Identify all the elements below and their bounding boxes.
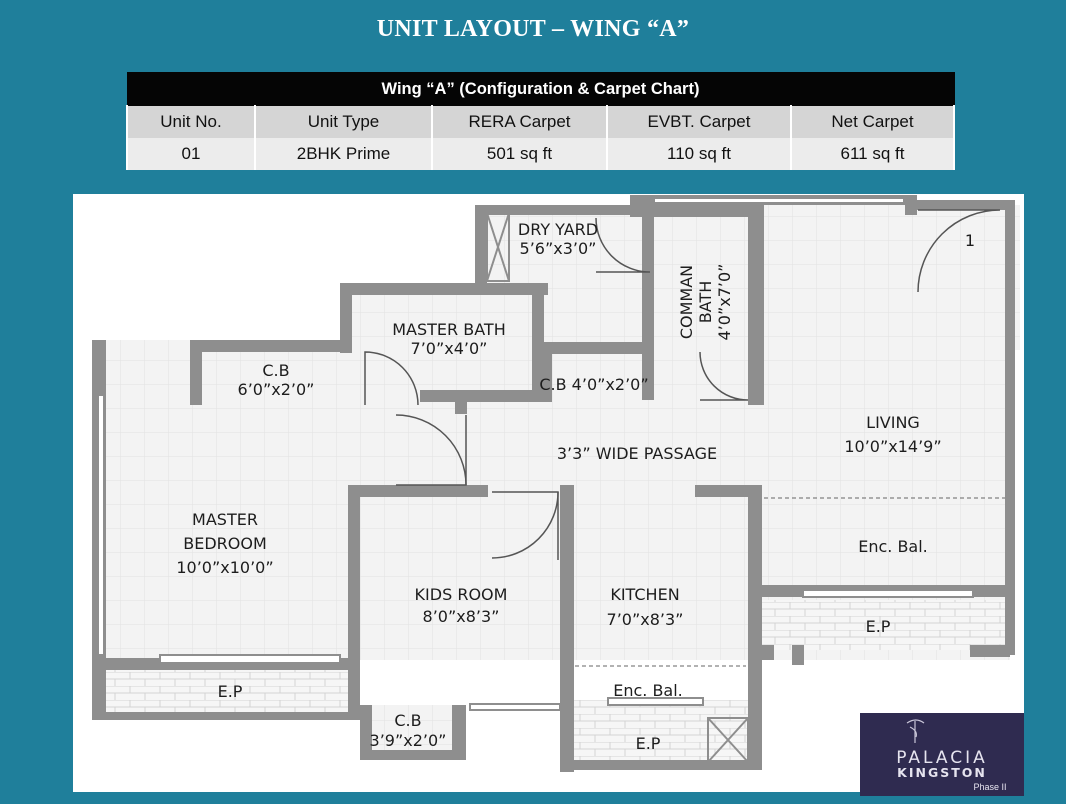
cell-evbt-carpet: 110 sq ft xyxy=(606,138,792,170)
table-caption: Wing “A” (Configuration & Carpet Chart) xyxy=(126,72,955,106)
header-unit-type: Unit Type xyxy=(254,105,433,138)
cb-bottom-size: 3’9”x2’0” xyxy=(370,731,447,750)
comman-bath-label: COMMAN xyxy=(677,265,696,339)
master-bedroom-label-2: BEDROOM xyxy=(183,534,267,553)
master-bath-size: 7’0”x4’0” xyxy=(411,339,488,358)
cell-unit-type: 2BHK Prime xyxy=(254,138,433,170)
cell-net-carpet: 611 sq ft xyxy=(789,138,956,170)
master-bath-label: MASTER BATH xyxy=(392,320,505,339)
ep-bottom-label: E.P xyxy=(636,734,661,753)
living-label: LIVING xyxy=(866,413,920,432)
header-rera-carpet: RERA Carpet xyxy=(431,105,608,138)
comman-bath-size: 4’0”x7’0” xyxy=(715,264,734,341)
windows xyxy=(97,197,974,711)
ep-right-label: E.P xyxy=(866,617,891,636)
comman-bath-label-2: BATH xyxy=(696,281,715,323)
room-labels: DRY YARD 5’6”x3’0” COMMAN BATH 4’0”x7’0”… xyxy=(176,220,975,753)
kitchen-size: 7’0”x8’3” xyxy=(607,610,684,629)
logo-mark-icon xyxy=(906,719,925,743)
enc-bal-kitchen-label: Enc. Bal. xyxy=(613,681,683,700)
door-swings xyxy=(364,209,1001,560)
page-title: UNIT LAYOUT – WING “A” xyxy=(376,16,690,42)
dry-yard-label: DRY YARD xyxy=(518,220,598,239)
table-row: 01 2BHK Prime 501 sq ft 110 sq ft 611 sq… xyxy=(126,138,956,170)
kitchen-label: KITCHEN xyxy=(610,585,679,604)
logo-line-2: KINGSTON xyxy=(897,765,987,780)
cell-rera-carpet: 501 sq ft xyxy=(431,138,608,170)
carpet-chart-table: Wing “A” (Configuration & Carpet Chart) … xyxy=(126,72,956,170)
master-bedroom-label: MASTER xyxy=(192,510,258,529)
dry-yard-size: 5’6”x3’0” xyxy=(520,239,597,258)
kids-room-size: 8’0”x8’3” xyxy=(423,607,500,626)
cell-unit-no: 01 xyxy=(126,138,256,170)
kids-room-label: KIDS ROOM xyxy=(415,585,508,604)
logo-line-1: PALACIA xyxy=(896,748,988,768)
logo-line-3: Phase II xyxy=(973,782,1006,792)
shaft-hatch xyxy=(486,212,749,763)
header-evbt-carpet: EVBT. Carpet xyxy=(606,105,792,138)
passage-label: 3’3” WIDE PASSAGE xyxy=(557,444,717,463)
header-net-carpet: Net Carpet xyxy=(789,105,956,138)
enc-bal-living-label: Enc. Bal. xyxy=(858,537,928,556)
entry-label: 1 xyxy=(965,231,975,250)
table-header-row: Unit No. Unit Type RERA Carpet EVBT. Car… xyxy=(126,105,956,138)
brand-logo: PALACIA KINGSTON Phase II xyxy=(860,713,1024,796)
cb-left-label: C.B xyxy=(262,361,289,380)
cb-mid-label: C.B 4’0”x2’0” xyxy=(539,375,648,394)
master-bedroom-size: 10’0”x10’0” xyxy=(176,558,273,577)
balcony-separators xyxy=(575,497,1005,667)
ep-left-label: E.P xyxy=(218,682,243,701)
floor-plan: DRY YARD 5’6”x3’0” COMMAN BATH 4’0”x7’0”… xyxy=(73,194,1024,792)
cb-left-size: 6’0”x2’0” xyxy=(238,380,315,399)
living-size: 10’0”x14’9” xyxy=(844,437,941,456)
header-unit-no: Unit No. xyxy=(126,105,256,138)
cb-bottom-label: C.B xyxy=(394,711,421,730)
